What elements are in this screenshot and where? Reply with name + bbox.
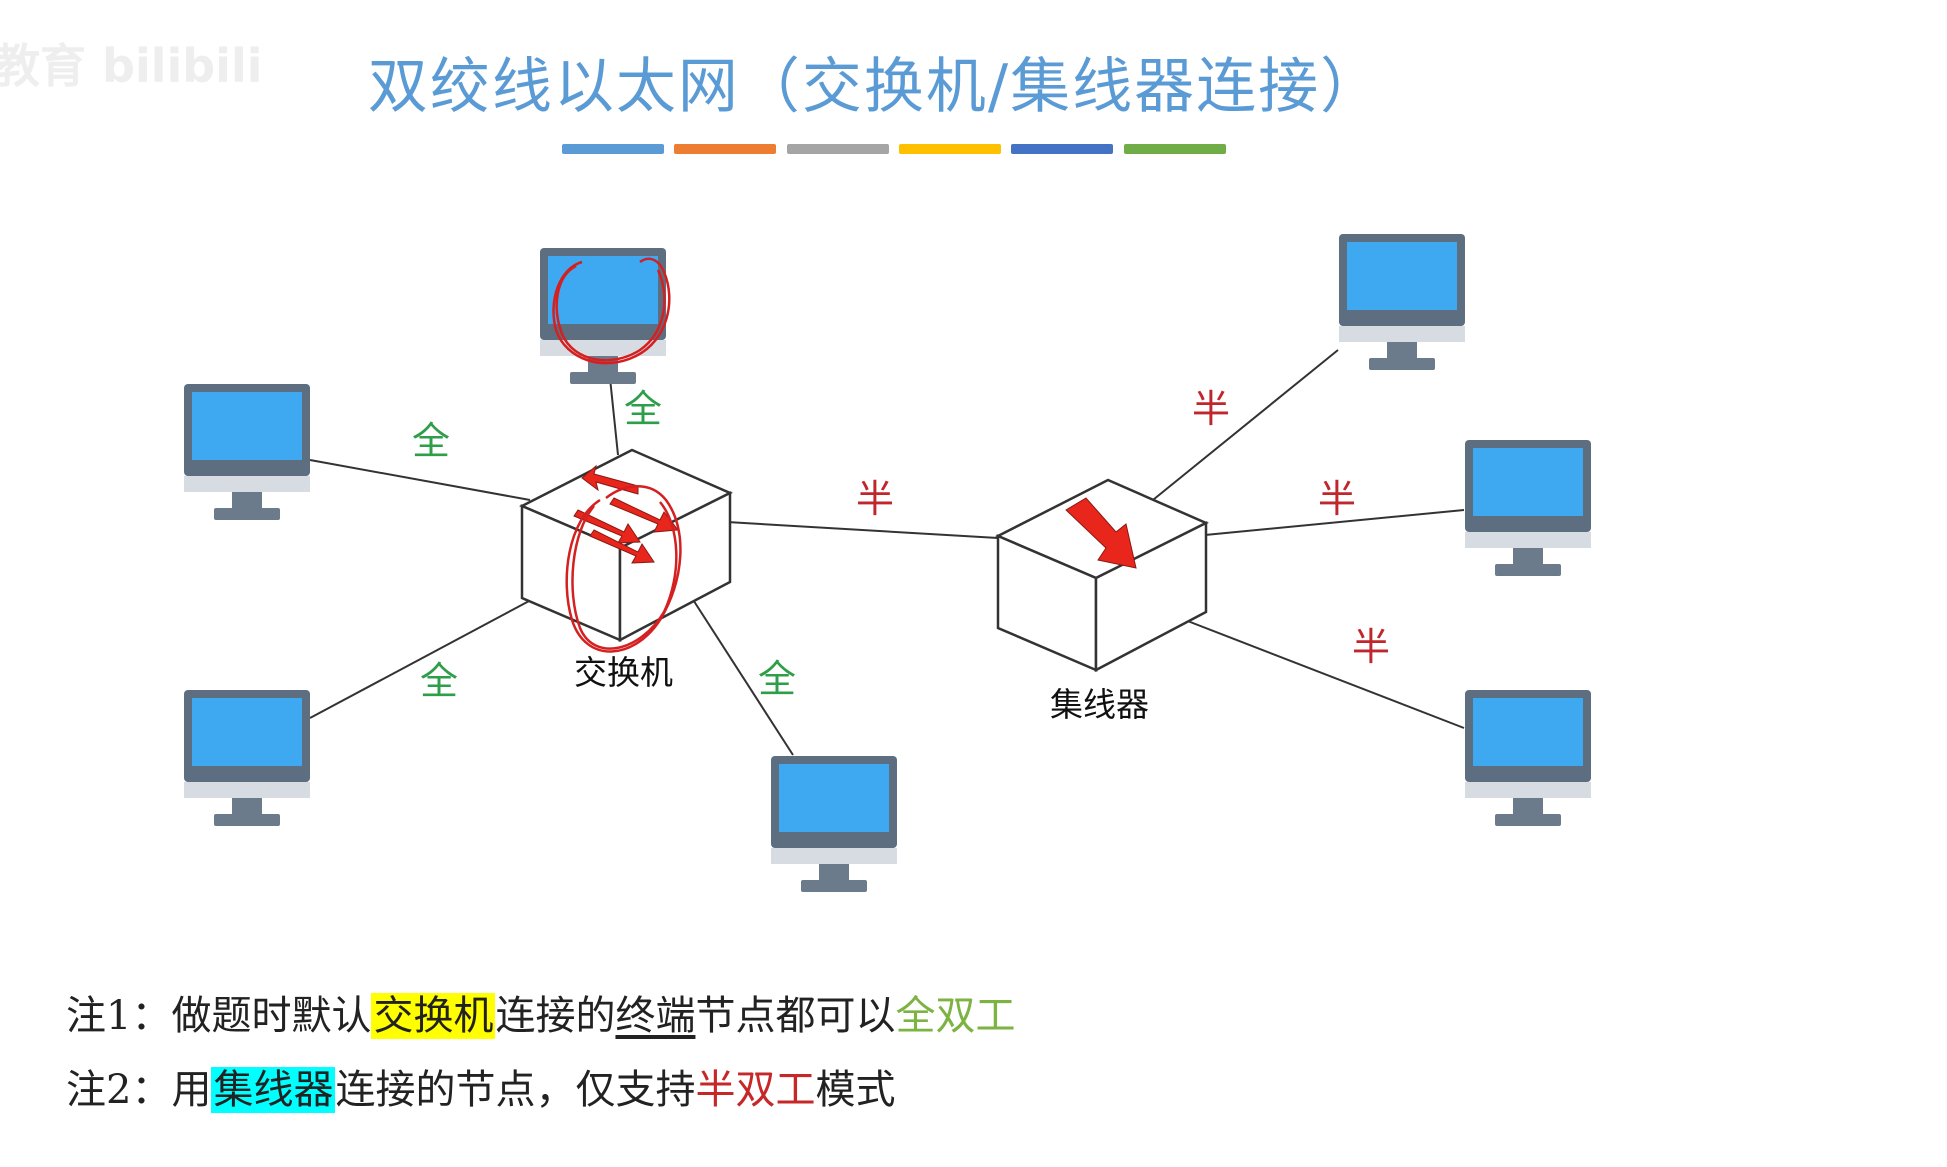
link-label-hub-bottom-right: 半	[1352, 625, 1390, 669]
link-hub-right	[1204, 509, 1465, 536]
note-2-highlight-hub: 集线器	[211, 1067, 336, 1113]
hub-label: 集线器	[1050, 685, 1149, 724]
color-bar	[674, 144, 776, 154]
note-1: 注1：做题时默认交换机连接的终端节点都可以全双工	[66, 988, 1015, 1044]
title-color-bars	[562, 144, 1226, 154]
link-label-switch-left-bottom: 全	[420, 659, 458, 703]
hub-arrow-icon	[1065, 497, 1137, 569]
link-label-switch-bottom: 全	[758, 657, 796, 701]
computer-switch-left-bottom[interactable]	[184, 690, 310, 826]
link-label-hub-top-right: 半	[1192, 387, 1230, 431]
hub-box	[996, 478, 1208, 672]
monitor-icon	[771, 756, 897, 892]
computer-hub-bottom-right[interactable]	[1465, 690, 1591, 826]
note-2-half-duplex: 半双工	[695, 1067, 816, 1113]
link-switch-bottom	[689, 594, 794, 756]
link-hub-top-right	[1142, 349, 1339, 509]
annotation-circle-monitor	[552, 257, 671, 365]
link-label-switch-top: 全	[624, 387, 662, 431]
link-label-switch-hub: 半	[856, 477, 894, 521]
computer-hub-right[interactable]	[1465, 440, 1591, 576]
link-label-switch-left-top: 全	[412, 419, 450, 463]
annotation-circle-switch	[571, 501, 678, 650]
annotation-marks	[552, 257, 682, 653]
hub-device[interactable]	[996, 478, 1208, 672]
link-label-hub-right: 半	[1318, 477, 1356, 521]
color-bar	[1011, 144, 1113, 154]
link-hub-bottom-right	[1184, 619, 1465, 729]
note-1-underlined-terminal: 终端	[615, 993, 696, 1039]
link-switch-hub	[726, 521, 999, 539]
computer-switch-bottom[interactable]	[771, 756, 897, 892]
link-switch-top	[609, 377, 619, 456]
monitor-icon	[1339, 234, 1465, 370]
note-1-full-duplex: 全双工	[895, 993, 1016, 1039]
switch-box	[520, 448, 732, 642]
monitor-icon	[184, 384, 310, 520]
watermark: 教育 bilibili	[0, 39, 263, 93]
computer-switch-left-top[interactable]	[184, 384, 310, 520]
note-1-after: 节点都可以	[695, 993, 896, 1039]
monitor-icon	[1465, 440, 1591, 576]
switch-device[interactable]	[520, 448, 732, 642]
monitor-icon	[184, 690, 310, 826]
note-1-highlight-switch: 交换机	[371, 993, 496, 1039]
annotation-circle-monitor	[555, 264, 666, 362]
link-switch-left-top	[309, 459, 531, 501]
note-2-prefix: 注2：用	[66, 1067, 212, 1113]
color-bar	[1124, 144, 1226, 154]
note-2-middle: 连接的节点，仅支持	[335, 1067, 696, 1113]
color-bar	[787, 144, 889, 154]
link-switch-left-bottom	[309, 591, 547, 719]
links	[309, 349, 1465, 756]
switch-arrows-icon	[573, 464, 679, 564]
page-title: 双绞线以太网（交换机/集线器连接）	[367, 52, 1383, 122]
color-bar	[562, 144, 664, 154]
switch-label: 交换机	[574, 653, 673, 692]
monitor-icon	[1465, 690, 1591, 826]
note-1-middle: 连接的	[495, 993, 616, 1039]
computer-hub-top-right[interactable]	[1339, 234, 1465, 370]
note-2: 注2：用集线器连接的节点，仅支持半双工模式	[66, 1062, 895, 1118]
color-bar	[899, 144, 1001, 154]
note-1-prefix: 注1：做题时默认	[66, 993, 372, 1039]
note-2-after: 模式	[815, 1067, 896, 1113]
